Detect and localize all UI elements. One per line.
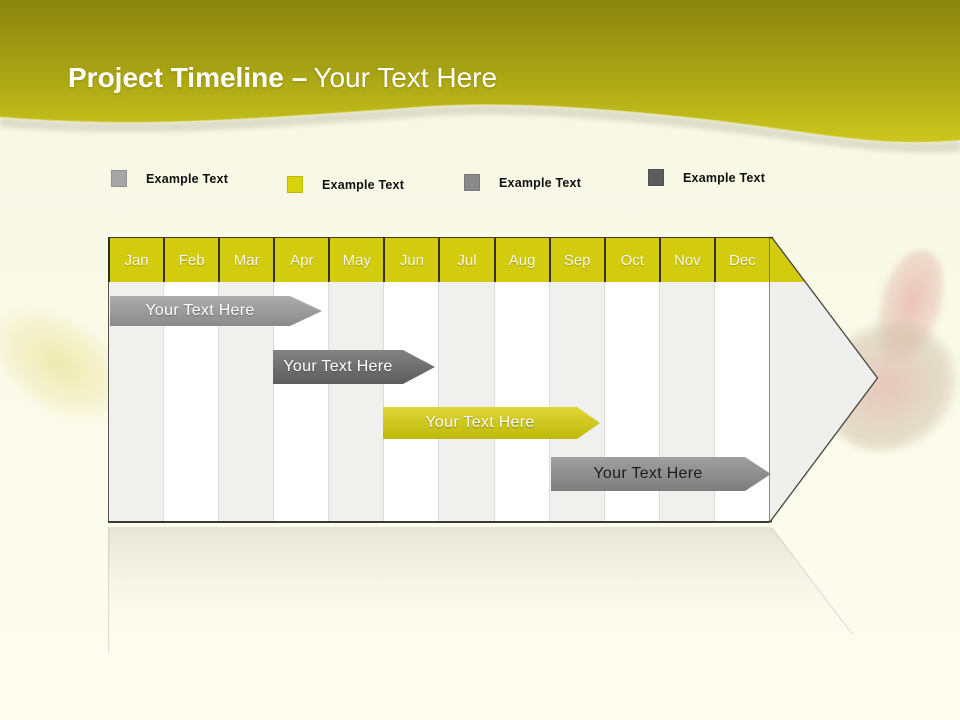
month-column (383, 282, 439, 521)
month-cell: Nov (658, 238, 714, 282)
legend-item: Example Text (464, 174, 581, 191)
month-cell: Aug (493, 238, 549, 282)
month-column (438, 282, 494, 521)
legend-swatch (111, 170, 127, 187)
legend-swatch (648, 169, 664, 186)
wave-fill (0, 0, 960, 143)
wave-highlight (0, 103, 960, 143)
month-column (328, 282, 384, 521)
timeline-bar-label: Your Text Here (283, 358, 393, 375)
banana-watermark-right (862, 241, 958, 373)
timeline-bar: Your Text Here (273, 350, 435, 384)
timeline-bar-label: Your Text Here (145, 302, 255, 319)
month-cell: Oct (603, 238, 659, 282)
slide-title-sub: Your Text Here (313, 62, 498, 93)
timeline-bar-label: Your Text Here (425, 414, 535, 431)
month-cell: Mar (218, 238, 273, 282)
month-cell: Jul (438, 238, 493, 282)
month-cell: May (328, 238, 383, 282)
slide-title-dash: – (291, 62, 308, 93)
reflection-diagonal-edge (771, 527, 853, 635)
header-wave (0, 0, 960, 153)
month-header-band: Jan Feb Mar Apr May Jun Jul Aug Sep Oct … (108, 237, 769, 282)
month-cell: Jan (124, 251, 149, 269)
legend-label: Example Text (146, 171, 229, 186)
banana-watermark-right-body (794, 293, 960, 479)
timeline-bar: Your Text Here (383, 407, 600, 439)
month-cell: Jun (383, 238, 438, 282)
legend-swatch (287, 176, 303, 193)
slide-title-main: Project Timeline (68, 62, 284, 93)
slide-title: Project Timeline–Your Text Here (68, 62, 497, 94)
legend-item: Example Text (287, 176, 404, 193)
legend-label: Example Text (683, 170, 766, 185)
legend-label: Example Text (322, 177, 405, 192)
month-cell: Feb (163, 238, 218, 282)
timeline-bar: Your Text Here (110, 296, 322, 326)
wave-shadow (0, 104, 960, 153)
timeline-bar: Your Text Here (551, 457, 771, 491)
month-cell: Dec (713, 238, 769, 282)
legend-label: Example Text (499, 175, 582, 190)
legend-item: Example Text (111, 170, 228, 187)
arrowhead-body (769, 282, 878, 521)
month-cell: Sep (548, 238, 604, 282)
arrowhead-outline (770, 237, 879, 521)
legend-swatch (464, 174, 480, 191)
timeline-bar-label: Your Text Here (593, 465, 703, 482)
legend-item: Example Text (648, 169, 765, 186)
month-band-arrow-piece (769, 237, 806, 282)
month-cell: Apr (273, 238, 328, 282)
month-column (493, 282, 549, 521)
chart-reflection (108, 527, 851, 633)
